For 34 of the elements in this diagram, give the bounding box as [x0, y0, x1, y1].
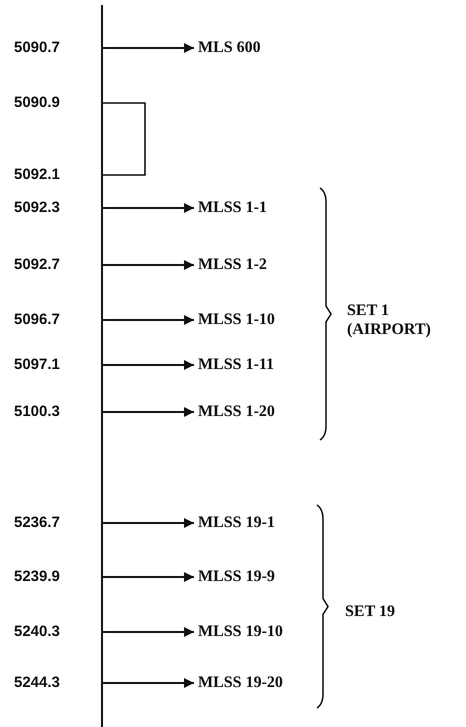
arrow [103, 43, 194, 53]
channel-label: MLSS 1-1 [198, 199, 267, 217]
channel-label: MLSS 19-9 [198, 568, 275, 586]
frequency-label: 5092.7 [14, 255, 60, 274]
arrow [103, 315, 194, 325]
channel-label: MLSS 1-20 [198, 403, 275, 421]
frequency-label: 5097.1 [14, 355, 60, 374]
frequency-label: 5240.3 [14, 622, 60, 641]
frequency-label: 5092.3 [14, 198, 60, 217]
frequency-label: 5236.7 [14, 513, 60, 532]
channel-label: MLSS 1-2 [198, 256, 267, 274]
channel-label: MLSS 19-10 [198, 623, 283, 641]
channel-label: MLS 600 [198, 39, 261, 57]
frequency-label: 5100.3 [14, 402, 60, 421]
channel-label: MLSS 1-10 [198, 311, 275, 329]
arrow [103, 203, 194, 213]
group-label: SET 19 [345, 602, 396, 621]
frequency-label: 5096.7 [14, 310, 60, 329]
frequency-label: 5090.7 [14, 38, 60, 57]
channel-label: MLSS 19-1 [198, 514, 275, 532]
frequency-label: 5092.1 [14, 165, 60, 184]
channel-label: MLSS 1-11 [198, 356, 274, 374]
arrow [103, 518, 194, 528]
frequency-label: 5090.9 [14, 93, 60, 112]
arrow [103, 360, 194, 370]
arrow [103, 572, 194, 582]
arrow [103, 407, 194, 417]
arrow [103, 260, 194, 270]
group-label: SET 1 (AIRPORT) [347, 301, 432, 339]
channel-label: MLSS 19-20 [198, 674, 283, 692]
frequency-label: 5244.3 [14, 673, 60, 692]
arrow [103, 627, 194, 637]
arrow [103, 678, 194, 688]
frequency-label: 5239.9 [14, 567, 60, 586]
